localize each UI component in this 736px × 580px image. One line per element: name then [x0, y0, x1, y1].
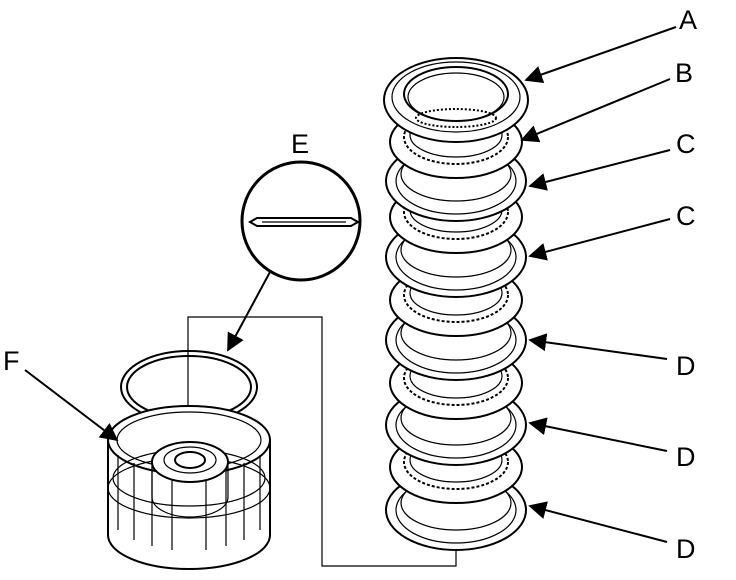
label-d-bottom: D	[676, 534, 696, 564]
detail-magnifier-e	[240, 160, 362, 282]
label-b: B	[675, 58, 693, 88]
stack-connector-line	[187, 316, 457, 567]
leader-c-lower	[528, 218, 671, 261]
label-c-upper: C	[676, 129, 696, 159]
label-c-lower: C	[676, 201, 696, 231]
leader-f	[24, 369, 119, 442]
leader-e	[227, 271, 271, 352]
leader-c-upper	[528, 149, 671, 191]
leader-a	[524, 26, 677, 84]
leader-d-middle	[528, 417, 668, 452]
clutch-drum-f	[107, 405, 271, 570]
leader-lines	[24, 26, 677, 543]
end-plate-a	[383, 57, 529, 143]
label-d-middle: D	[676, 442, 696, 472]
leader-b	[520, 78, 671, 143]
clutch-plate-stack	[383, 57, 529, 551]
leader-d-top	[528, 333, 668, 360]
label-d-top: D	[676, 351, 696, 381]
label-e: E	[291, 129, 309, 159]
label-a: A	[679, 5, 697, 35]
label-f: F	[3, 346, 20, 376]
leader-d-bottom	[528, 501, 668, 543]
